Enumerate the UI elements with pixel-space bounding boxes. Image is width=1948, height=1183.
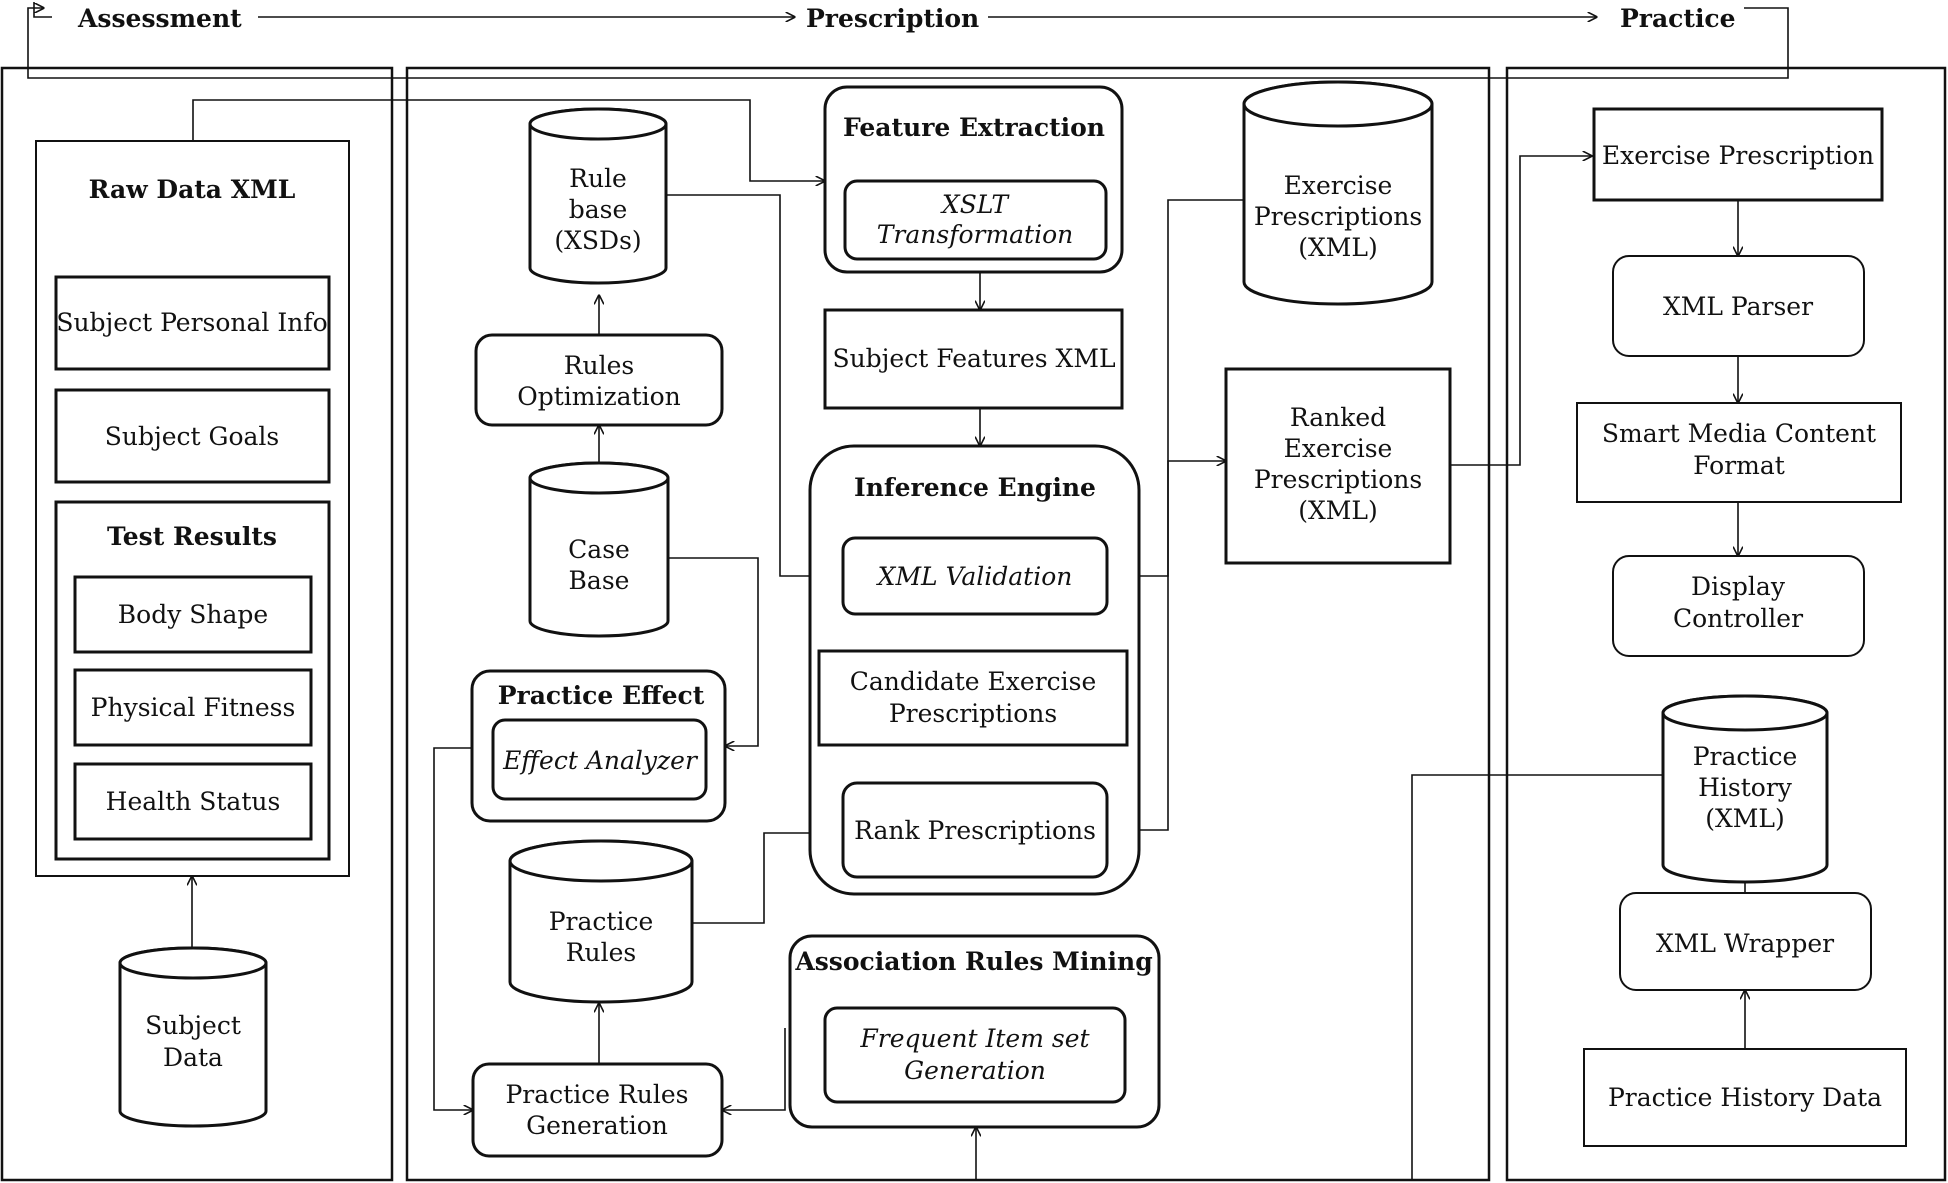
xslt-transformation-label-1: XSLT bbox=[940, 190, 1010, 219]
case-base-database bbox=[528, 461, 670, 638]
exercise-prescription-box bbox=[1592, 107, 1884, 202]
candidate-exercise-prescriptions-label-2: Prescriptions bbox=[889, 699, 1057, 728]
candidate-exercise-prescriptions-box bbox=[817, 649, 1129, 747]
body-shape-box bbox=[73, 575, 313, 654]
frequent-itemset-generation-label-2: Generation bbox=[904, 1056, 1046, 1085]
subject-data-label-2: Data bbox=[163, 1043, 223, 1072]
practice-rules-generation-box bbox=[471, 1062, 724, 1158]
subject-features-xml-label: Subject Features XML bbox=[832, 344, 1115, 373]
association-rules-mining-title: Association Rules Mining bbox=[794, 947, 1152, 976]
xml-parser-label: XML Parser bbox=[1663, 292, 1813, 321]
practice-rules-generation-label-1: Practice Rules bbox=[505, 1080, 688, 1109]
prescription-column bbox=[405, 66, 1491, 1182]
assessment-column bbox=[0, 66, 394, 1182]
feature-extraction-title: Feature Extraction bbox=[843, 113, 1105, 142]
practice-history-database bbox=[1661, 694, 1829, 884]
ranked-exercise-prescriptions-box bbox=[1224, 367, 1452, 565]
rank-prescriptions-label: Rank Prescriptions bbox=[854, 816, 1096, 845]
subject-goals-box bbox=[54, 388, 331, 484]
ranked-exercise-prescriptions-label-3: Prescriptions bbox=[1254, 465, 1422, 494]
rules-optimization-label-2: Optimization bbox=[517, 382, 681, 411]
frequent-itemset-generation-label-1: Frequent Item set bbox=[859, 1024, 1090, 1053]
ranked-exercise-prescriptions-label-2: Exercise bbox=[1284, 434, 1393, 463]
ranked-exercise-prescriptions-label-1: Ranked bbox=[1290, 403, 1386, 432]
subject-goals-label: Subject Goals bbox=[105, 422, 280, 451]
effect-analyzer-label: Effect Analyzer bbox=[502, 746, 699, 775]
health-status-label: Health Status bbox=[106, 787, 281, 816]
display-controller-label-1: Display bbox=[1691, 572, 1786, 601]
practice-history-data-label: Practice History Data bbox=[1608, 1083, 1882, 1112]
smart-media-content-format-box bbox=[1576, 402, 1902, 503]
phase-prescription-label: Prescription bbox=[806, 4, 979, 33]
xml-wrapper-box bbox=[1619, 892, 1872, 991]
exercise-prescriptions-label-3: (XML) bbox=[1298, 233, 1378, 262]
health-status-box bbox=[73, 762, 313, 841]
case-base-label-1: Case bbox=[568, 535, 630, 564]
phase-assessment-label: Assessment bbox=[77, 4, 242, 33]
rank-prescriptions-box bbox=[841, 781, 1109, 879]
exercise-prescriptions-label-1: Exercise bbox=[1284, 171, 1393, 200]
subject-data-database bbox=[118, 946, 268, 1128]
practice-rules-database bbox=[508, 839, 694, 1004]
rule-base-label-2: base bbox=[569, 195, 628, 224]
display-controller-label-2: Controller bbox=[1673, 604, 1803, 633]
smart-media-content-format-label-1: Smart Media Content bbox=[1602, 419, 1876, 448]
practice-rules-label-2: Rules bbox=[566, 938, 637, 967]
exercise-prescription-label: Exercise Prescription bbox=[1602, 141, 1874, 170]
xml-validation-box bbox=[841, 536, 1109, 616]
effect-analyzer-box bbox=[491, 718, 708, 801]
exercise-prescriptions-database bbox=[1242, 80, 1434, 306]
phase-practice-label: Practice bbox=[1620, 4, 1736, 33]
display-controller-box bbox=[1612, 555, 1865, 657]
practice-history-label-3: (XML) bbox=[1705, 804, 1785, 833]
practice-history-label-2: History bbox=[1698, 773, 1793, 802]
case-base-label-2: Base bbox=[569, 566, 630, 595]
practice-column bbox=[1505, 66, 1947, 1182]
body-shape-label: Body Shape bbox=[118, 600, 268, 629]
xml-parser-box bbox=[1612, 255, 1865, 357]
xml-validation-label: XML Validation bbox=[876, 562, 1073, 591]
practice-history-data-box bbox=[1583, 1048, 1907, 1147]
rules-optimization-label-1: Rules bbox=[564, 351, 635, 380]
exercise-prescriptions-label-2: Prescriptions bbox=[1254, 202, 1422, 231]
subject-features-xml-box bbox=[823, 308, 1124, 410]
rule-base-label-3: (XSDs) bbox=[554, 226, 641, 255]
xml-wrapper-label: XML Wrapper bbox=[1656, 929, 1834, 958]
rules-optimization-box bbox=[474, 333, 724, 427]
xslt-transformation-label-2: Transformation bbox=[877, 220, 1074, 249]
practice-effect-title: Practice Effect bbox=[498, 681, 705, 710]
raw-data-xml-title: Raw Data XML bbox=[89, 175, 296, 204]
subject-personal-info-box bbox=[54, 275, 331, 371]
physical-fitness-label: Physical Fitness bbox=[91, 693, 296, 722]
candidate-exercise-prescriptions-label-1: Candidate Exercise bbox=[850, 667, 1097, 696]
inference-engine-title: Inference Engine bbox=[854, 473, 1096, 502]
ranked-exercise-prescriptions-label-4: (XML) bbox=[1298, 496, 1378, 525]
rule-base-label-1: Rule bbox=[569, 164, 627, 193]
subject-personal-info-label: Subject Personal Info bbox=[56, 308, 327, 337]
subject-data-label-1: Subject bbox=[145, 1011, 241, 1040]
practice-history-label-1: Practice bbox=[1693, 742, 1798, 771]
physical-fitness-box bbox=[73, 668, 313, 747]
rule-base-database bbox=[528, 107, 668, 285]
phase-flow bbox=[27, 2, 1789, 79]
smart-media-content-format-label-2: Format bbox=[1693, 451, 1785, 480]
frequent-itemset-generation-box bbox=[823, 1006, 1127, 1104]
xslt-transformation-box bbox=[843, 179, 1108, 261]
practice-rules-label-1: Practice bbox=[549, 907, 654, 936]
practice-rules-generation-label-2: Generation bbox=[526, 1111, 668, 1140]
test-results-title: Test Results bbox=[107, 522, 277, 551]
